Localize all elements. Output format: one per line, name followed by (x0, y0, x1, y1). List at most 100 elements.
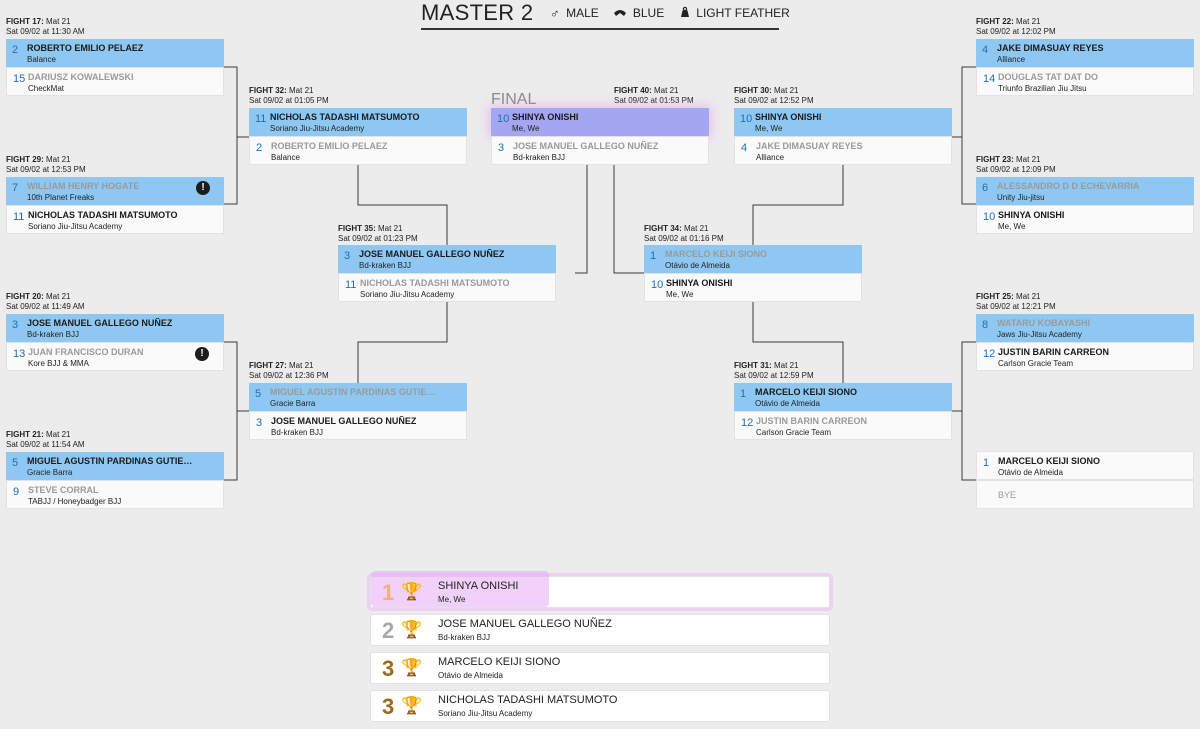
athlete-name: WILLIAM HENRY HOGATE (27, 181, 140, 191)
fight-23-slot-a[interactable]: 6 ALESSANDRO D D ECHEVARRIA Unity Jiu-ji… (976, 177, 1194, 205)
fight-21-slot-a[interactable]: 5 MIGUEL AGUSTIN PARDINAS GUTIERR... Gra… (6, 452, 224, 480)
fight-22-slot-b[interactable]: 14 DOUGLAS TAT DAT DO Triunfo Brazilian … (976, 67, 1194, 96)
seed-number: 5 (12, 457, 19, 469)
athlete-name: STEVE CORRAL (28, 485, 99, 495)
fight-30-slot-a[interactable]: 10 SHINYA ONISHI Me, We (734, 108, 952, 136)
fight-17-info: FIGHT 17: Mat 21 Sat 09/02 at 11:30 AM (6, 17, 85, 37)
seed-number: 5 (255, 388, 262, 400)
athlete-team: Me, We (666, 290, 694, 299)
bye-slot-b: BYE (976, 480, 1194, 509)
athlete-name: MIGUEL AGUSTIN PARDINAS GUTIERR... (27, 456, 197, 466)
seed-number: 11 (255, 113, 267, 125)
place-number: 3 (382, 656, 395, 681)
podium-name: SHINYA ONISHI (438, 580, 519, 592)
fight-27-slot-a[interactable]: 5 MIGUEL AGUSTIN PARDINAS GUTIERR... Gra… (249, 383, 467, 411)
fight-mat: Mat 21 (289, 86, 314, 95)
athlete-team: Me, We (755, 124, 783, 133)
athlete-name: JUAN FRANCISCO DURAN (28, 347, 144, 357)
fight-number: FIGHT 40: (614, 86, 652, 95)
fight-35-slot-b[interactable]: 11 NICHOLAS TADASHI MATSUMOTO Soriano Ji… (338, 273, 556, 302)
athlete-team: Alliance (756, 153, 785, 162)
podium-name: NICHOLAS TADASHI MATSUMOTO (438, 694, 618, 706)
fight-mat: Mat 21 (46, 292, 71, 301)
fight-time: Sat 09/02 at 01:23 PM (338, 234, 418, 243)
fight-32-slot-a[interactable]: 11 NICHOLAS TADASHI MATSUMOTO Soriano Ji… (249, 108, 467, 136)
athlete-team: CheckMat (28, 84, 65, 93)
fight-20-slot-b[interactable]: 13 JUAN FRANCISCO DURAN Kore BJJ & MMA ! (6, 342, 224, 371)
podium-team: Soriano Jiu-Jitsu Academy (438, 709, 533, 718)
fight-21-slot-b[interactable]: 9 STEVE CORRAL TABJJ / Honeybadger BJJ (6, 480, 224, 509)
fight-23-slot-b[interactable]: 10 SHINYA ONISHI Me, We (976, 205, 1194, 234)
male-symbol-icon: ♂ (549, 5, 560, 21)
fight-40-slot-b[interactable]: 3 JOSE MANUEL GALLEGO NUÑEZ Bd-kraken BJ… (491, 136, 709, 165)
fight-time: Sat 09/02 at 11:54 AM (6, 440, 85, 449)
fight-mat: Mat 21 (774, 361, 799, 370)
bronze-trophy-icon: 🏆 (401, 658, 423, 677)
seed-number: 6 (982, 182, 989, 194)
fight-34-slot-a[interactable]: 1 MARCELO KEIJI SIONO Otávio de Almeida (644, 245, 862, 273)
podium-row-3[interactable]: 3 🏆 MARCELO KEIJI SIONO Otávio de Almeid… (370, 652, 830, 684)
fight-17-slot-a[interactable]: 2 ROBERTO EMILIO PELAEZ Balance (6, 39, 224, 67)
seed-number: 9 (13, 486, 20, 498)
seed-number: 4 (982, 44, 989, 56)
fight-22-slot-a[interactable]: 4 JAKE DIMASUAY REYES Alliance (976, 39, 1194, 67)
podium-name: MARCELO KEIJI SIONO (438, 656, 561, 668)
fight-34-slot-b[interactable]: 10 SHINYA ONISHI Me, We (644, 273, 862, 302)
athlete-team: Soriano Jiu-Jitsu Academy (270, 124, 365, 133)
fight-time: Sat 09/02 at 11:49 AM (6, 302, 85, 311)
fight-25-slot-a[interactable]: 8 WATARU KOBAYASHI Jaws Jiu-Jitsu Academ… (976, 314, 1194, 342)
athlete-team: Me, We (512, 124, 540, 133)
fight-time: Sat 09/02 at 12:02 PM (976, 27, 1056, 36)
fight-31-slot-b[interactable]: 12 JUSTIN BARIN CARREON Carlson Gracie T… (734, 411, 952, 440)
weight-icon (679, 6, 695, 21)
podium-row-2[interactable]: 2 🏆 JOSE MANUEL GALLEGO NUÑEZ Bd-kraken … (370, 614, 830, 646)
fight-23-info: FIGHT 23: Mat 21 Sat 09/02 at 12:09 PM (976, 155, 1056, 175)
podium-row-4[interactable]: 3 🏆 NICHOLAS TADASHI MATSUMOTO Soriano J… (370, 690, 830, 722)
podium-team: Bd-kraken BJJ (438, 633, 491, 642)
fight-time: Sat 09/02 at 01:53 PM (614, 96, 694, 105)
athlete-name: SHINYA ONISHI (755, 112, 822, 122)
fight-time: Sat 09/02 at 12:09 PM (976, 165, 1056, 174)
fight-35-info: FIGHT 35: Mat 21 Sat 09/02 at 01:23 PM (338, 224, 418, 244)
seed-number: 7 (12, 182, 19, 194)
fight-40-info: FIGHT 40: Mat 21 Sat 09/02 at 01:53 PM (614, 86, 694, 106)
athlete-name: JAKE DIMASUAY REYES (997, 43, 1104, 53)
fight-number: FIGHT 21: (6, 430, 44, 439)
fight-29-slot-b[interactable]: 11 NICHOLAS TADASHI MATSUMOTO Soriano Ji… (6, 205, 224, 234)
fight-mat: Mat 21 (1016, 292, 1041, 301)
fight-29-slot-a[interactable]: 7 WILLIAM HENRY HOGATE 10th Planet Freak… (6, 177, 224, 205)
fight-25-slot-b[interactable]: 12 JUSTIN BARIN CARREON Carlson Gracie T… (976, 342, 1194, 371)
place-number: 2 (382, 618, 395, 643)
athlete-name: JOSE MANUEL GALLEGO NUÑEZ (271, 416, 417, 426)
warning-icon[interactable]: ! (195, 347, 209, 361)
fight-number: FIGHT 30: (734, 86, 772, 95)
athlete-name: ALESSANDRO D D ECHEVARRIA (997, 181, 1140, 191)
fight-22-info: FIGHT 22: Mat 21 Sat 09/02 at 12:02 PM (976, 17, 1056, 37)
fight-20-slot-a[interactable]: 3 JOSE MANUEL GALLEGO NUÑEZ Bd-kraken BJ… (6, 314, 224, 342)
athlete-name: DARIUSZ KOWALEWSKI (28, 72, 134, 82)
fight-number: FIGHT 29: (6, 155, 44, 164)
fight-time: Sat 09/02 at 12:36 PM (249, 371, 329, 380)
fight-32-slot-b[interactable]: 2 ROBERTO EMILIO PELAEZ Balance (249, 136, 467, 165)
fight-30-slot-b[interactable]: 4 JAKE DIMASUAY REYES Alliance (734, 136, 952, 165)
fight-mat: Mat 21 (684, 224, 709, 233)
seed-number: 3 (498, 142, 505, 154)
podium-row-1[interactable]: 1 🏆 SHINYA ONISHI Me, We (370, 571, 830, 608)
fight-27-slot-b[interactable]: 3 JOSE MANUEL GALLEGO NUÑEZ Bd-kraken BJ… (249, 411, 467, 440)
athlete-team: 10th Planet Freaks (27, 193, 95, 202)
bye-slot-a[interactable]: 1 MARCELO KEIJI SIONO Otávio de Almeida (976, 451, 1194, 480)
seed-number: 1 (650, 250, 657, 262)
fight-mat: Mat 21 (1016, 17, 1041, 26)
fight-30-info: FIGHT 30: Mat 21 Sat 09/02 at 12:52 PM (734, 86, 814, 106)
fight-35-slot-a[interactable]: 3 JOSE MANUEL GALLEGO NUÑEZ Bd-kraken BJ… (338, 245, 556, 273)
fight-40-slot-a[interactable]: 10 SHINYA ONISHI Me, We (491, 108, 709, 136)
bye-label: BYE (998, 490, 1017, 500)
athlete-name: JOSE MANUEL GALLEGO NUÑEZ (513, 141, 659, 151)
athlete-team: Gracie Barra (27, 468, 73, 477)
athlete-team: TABJJ / Honeybadger BJJ (28, 497, 122, 506)
athlete-team: Balance (271, 153, 300, 162)
warning-icon[interactable]: ! (196, 181, 210, 195)
fight-31-slot-a[interactable]: 1 MARCELO KEIJI SIONO Otávio de Almeida (734, 383, 952, 411)
fight-17-slot-b[interactable]: 15 DARIUSZ KOWALEWSKI CheckMat (6, 67, 224, 96)
